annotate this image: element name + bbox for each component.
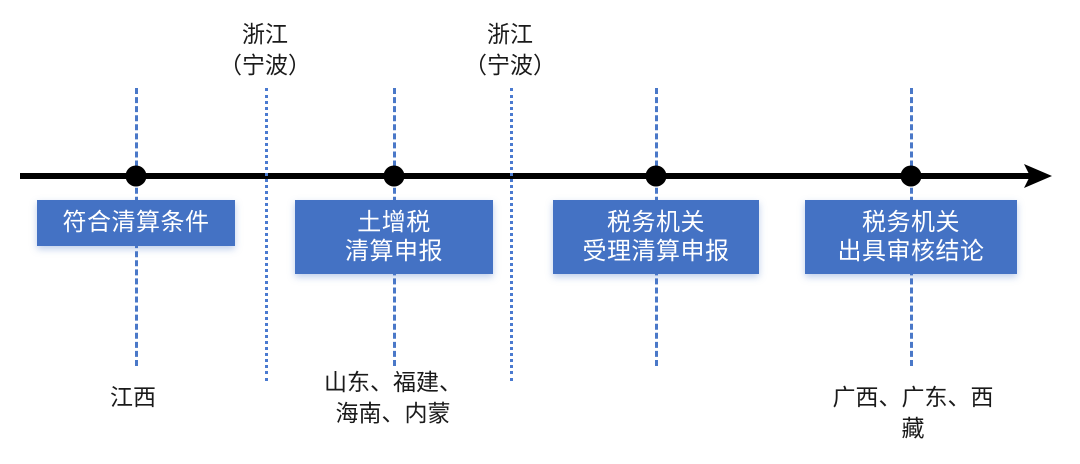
stage-box-1: 符合清算条件 [37,200,235,246]
node-dot-stage-2 [383,165,405,187]
dotted-guide-2 [510,88,513,381]
bottom-label-3: 广西、广东、西藏 [832,385,994,443]
axis-arrow-head [1024,164,1052,188]
node-dot-stage-4 [900,165,922,187]
top-label-marker-2: 浙江 （宁波） [464,22,556,80]
bottom-label-1: 江西 [110,385,156,411]
bottom-label-2: 山东、福建、 海南、内蒙 [324,370,462,428]
stage-box-2: 土增税 清算申报 [295,200,493,274]
dotted-guide-1 [265,88,268,381]
top-label-marker-1: 浙江 （宁波） [219,22,311,80]
node-dot-stage-1 [125,165,147,187]
stage-box-3: 税务机关 受理清算申报 [553,200,759,274]
stage-box-4: 税务机关 出具审核结论 [805,200,1017,274]
node-dot-stage-3 [645,165,667,187]
